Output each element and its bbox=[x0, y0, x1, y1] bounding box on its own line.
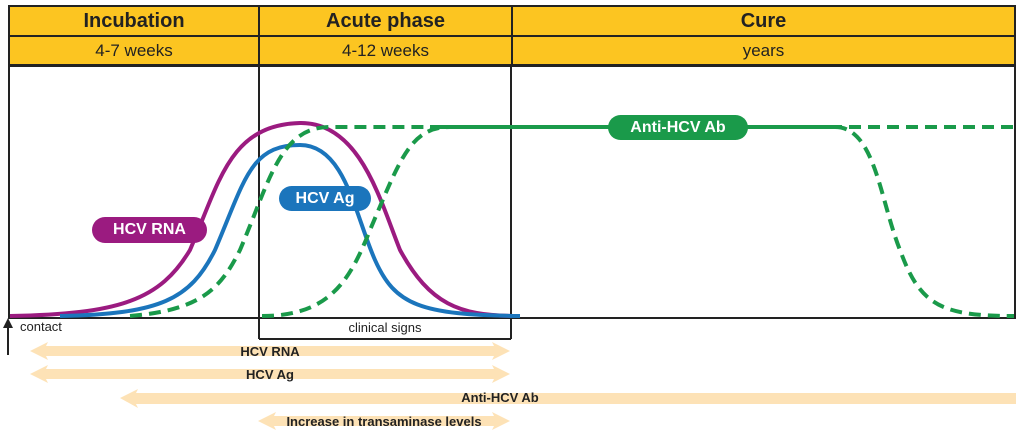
window-label-ab: Anti-HCV Ab bbox=[461, 390, 539, 405]
phase-acute-duration: 4-12 weeks bbox=[258, 35, 513, 66]
phase-incubation-title: Incubation bbox=[8, 5, 260, 37]
curve-anti-hcv-ab-2 bbox=[261, 125, 451, 318]
clinical-signs-label: clinical signs bbox=[348, 320, 422, 335]
curve-hcv-ag bbox=[59, 142, 521, 318]
phase-cure-title: Cure bbox=[511, 5, 1016, 37]
contact-label: contact bbox=[20, 319, 62, 334]
window-label-transaminase: Increase in transaminase levels bbox=[286, 414, 482, 429]
label-hcv-ag: HCV Ag bbox=[279, 186, 371, 211]
window-label-ag: HCV Ag bbox=[246, 367, 294, 382]
window-arrow-transaminase bbox=[258, 412, 510, 430]
curve-hcv-rna bbox=[9, 120, 513, 318]
detection-window-arrows bbox=[30, 342, 1016, 430]
phase-cure-duration: years bbox=[511, 35, 1016, 66]
window-label-rna: HCV RNA bbox=[240, 344, 300, 359]
window-arrow-rna bbox=[30, 342, 510, 360]
contact-arrow-icon bbox=[3, 318, 13, 355]
window-arrow-ab bbox=[120, 389, 1016, 408]
label-hcv-rna: HCV RNA bbox=[92, 217, 207, 243]
curve-anti-hcv-ab-decline bbox=[834, 125, 1015, 318]
window-arrow-ag bbox=[30, 365, 510, 383]
curve-anti-hcv-ab-1 bbox=[129, 125, 430, 318]
label-anti-hcv-ab: Anti-HCV Ab bbox=[608, 115, 748, 140]
